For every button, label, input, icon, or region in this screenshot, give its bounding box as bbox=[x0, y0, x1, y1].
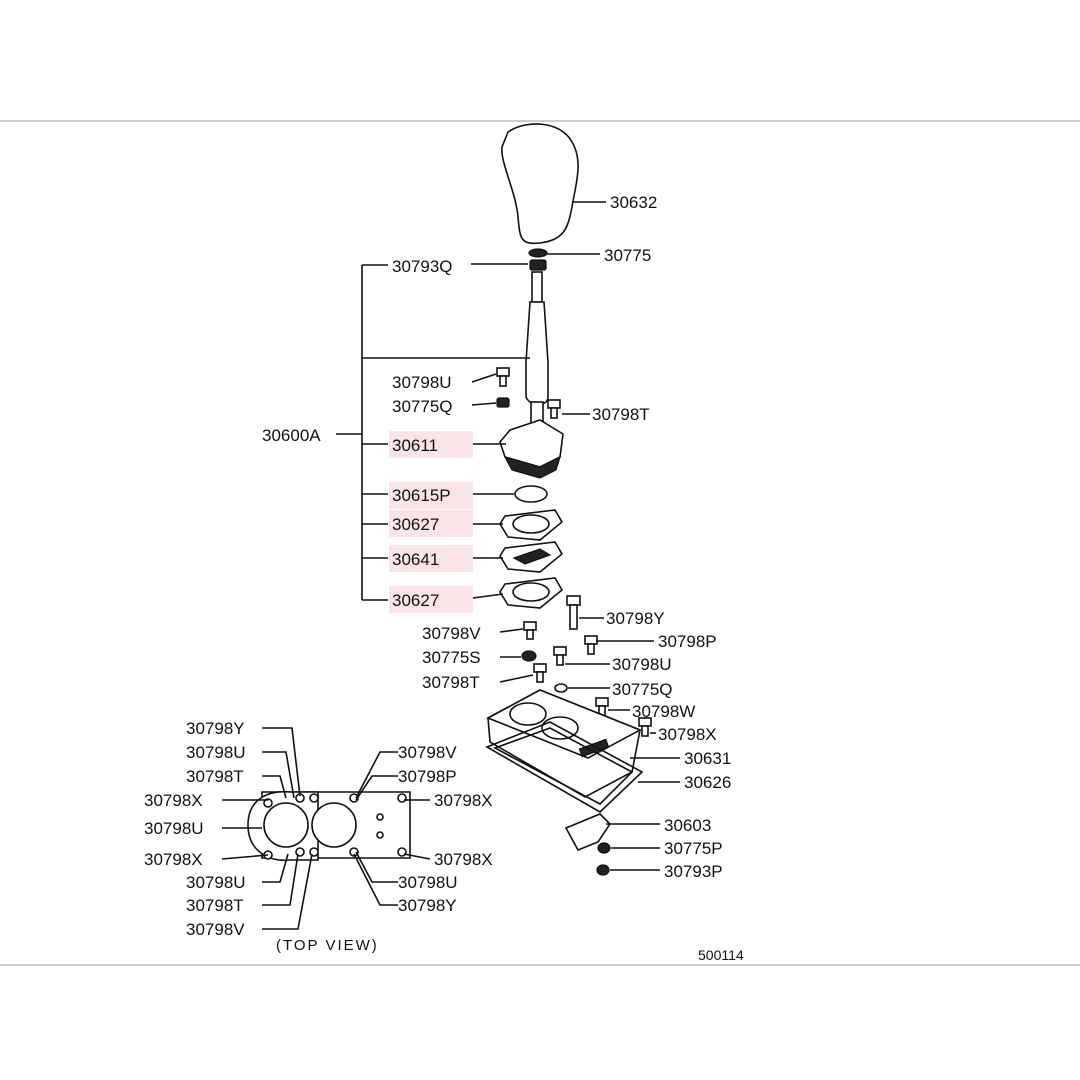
callout-nut-s: 30775S bbox=[422, 648, 481, 667]
base-30631 bbox=[486, 689, 642, 798]
tv-callout-right-1: 30798P bbox=[398, 767, 457, 786]
top-view-callouts: 30798Y 30798U 30798T 30798X 30798U 30798… bbox=[144, 719, 493, 954]
top-view-bore-right bbox=[311, 802, 357, 848]
callout-nut-q-mid: 30775Q bbox=[612, 680, 673, 699]
callout-bolt-t-top: 30798T bbox=[592, 405, 650, 424]
bolt-30798t-top bbox=[547, 399, 561, 419]
top-view-leader-lines bbox=[221, 727, 431, 930]
bolt-30798y bbox=[566, 595, 581, 630]
tv-callout-left-7: 30798T bbox=[186, 896, 244, 915]
knob-nut bbox=[528, 248, 548, 258]
top-view bbox=[247, 790, 411, 862]
drawing-number: 500114 bbox=[698, 947, 744, 963]
tv-callout-left-2: 30798T bbox=[186, 767, 244, 786]
bracket-30603 bbox=[564, 813, 612, 852]
callout-knob: 30632 bbox=[610, 193, 657, 212]
highlight-30627-lower bbox=[389, 586, 473, 613]
bolt-30798u-mid bbox=[553, 646, 567, 666]
callouts-main: 30632 30775 30793Q 30798U 30775Q 30798T … bbox=[262, 193, 731, 881]
callout-bolt-v: 30798V bbox=[422, 624, 481, 643]
tv-callout-left-3: 30798X bbox=[144, 791, 203, 810]
tv-callout-left-1: 30798U bbox=[186, 743, 246, 762]
top-view-bore-left bbox=[263, 802, 309, 848]
highlight-30615p bbox=[389, 482, 473, 509]
callout-gasket-upper: 30627 bbox=[392, 515, 439, 534]
tv-callout-left-0: 30798Y bbox=[186, 719, 245, 738]
nut-30793p bbox=[596, 864, 610, 876]
tv-callout-right-2: 30798X bbox=[434, 791, 493, 810]
callout-bolt-y: 30798Y bbox=[606, 609, 665, 628]
nut-30775q-top bbox=[496, 397, 510, 408]
callout-knob-nut: 30775 bbox=[604, 246, 651, 265]
gasket-30627-upper bbox=[499, 509, 564, 541]
highlight-30641 bbox=[389, 545, 473, 572]
callout-nut-793p: 30793P bbox=[664, 862, 723, 881]
callout-bolt-u-top: 30798U bbox=[392, 373, 452, 392]
callout-bolt-w: 30798W bbox=[632, 702, 695, 721]
callout-bolt-u-mid: 30798U bbox=[612, 655, 672, 674]
leader-lines-right bbox=[336, 201, 680, 871]
gasket-30626 bbox=[485, 721, 644, 813]
callout-nut-p: 30775P bbox=[664, 839, 723, 858]
bolt-30798w bbox=[595, 697, 609, 717]
bolt-30798x bbox=[638, 717, 652, 737]
tv-callout-right-5: 30798Y bbox=[398, 896, 457, 915]
nut-30775q-mid bbox=[554, 683, 568, 693]
tv-callout-right-0: 30798V bbox=[398, 743, 457, 762]
callout-gasket-lower: 30627 bbox=[392, 591, 439, 610]
callout-base: 30631 bbox=[684, 749, 731, 768]
highlight-30627-upper bbox=[389, 510, 473, 537]
callout-bracket: 30603 bbox=[664, 816, 711, 835]
tv-callout-left-8: 30798V bbox=[186, 920, 245, 939]
callout-bolt-t-mid: 30798T bbox=[422, 673, 480, 692]
gasket-30626-inner bbox=[493, 727, 634, 805]
callout-group: 30600A bbox=[262, 426, 321, 445]
housing-bottom bbox=[503, 455, 561, 479]
callout-housing: 30611 bbox=[392, 436, 438, 455]
tv-callout-left-5: 30798X bbox=[144, 850, 203, 869]
lever-rod-threaded bbox=[531, 271, 543, 303]
gasket-30627-lower bbox=[499, 577, 564, 609]
tv-callout-right-3: 30798X bbox=[434, 850, 493, 869]
nut-30775s bbox=[521, 650, 537, 662]
callout-bolt-x: 30798X bbox=[658, 725, 717, 744]
callout-nut-q-top: 30775Q bbox=[392, 397, 453, 416]
lever-nut bbox=[529, 259, 547, 271]
callout-plate-p: 30615P bbox=[392, 486, 451, 505]
top-view-caption: (TOP VIEW) bbox=[276, 937, 379, 954]
bolt-30798p bbox=[584, 635, 598, 655]
tv-callout-right-4: 30798U bbox=[398, 873, 458, 892]
plate-30615p bbox=[514, 485, 548, 503]
diagram-frame: 30632 30775 30793Q 30798U 30775Q 30798T … bbox=[0, 120, 1080, 966]
bolt-30798u-top bbox=[496, 367, 510, 387]
callout-lever-assy: 30793Q bbox=[392, 257, 453, 276]
shift-knob bbox=[501, 123, 579, 245]
tv-callout-left-6: 30798U bbox=[186, 873, 246, 892]
callout-gasket-base: 30626 bbox=[684, 773, 731, 792]
callout-cover-plate: 30641 bbox=[392, 550, 439, 569]
highlight-30611 bbox=[389, 431, 473, 458]
callout-bolt-p: 30798P bbox=[658, 632, 717, 651]
shift-lever bbox=[525, 301, 549, 406]
cover-plate-30641 bbox=[499, 541, 564, 573]
bolt-30798t-mid bbox=[533, 663, 547, 683]
nut-30775p bbox=[597, 842, 611, 854]
bolt-30798v bbox=[523, 621, 537, 640]
shift-lever-exploded-diagram: 30632 30775 30793Q 30798U 30775Q 30798T … bbox=[144, 123, 744, 963]
tv-callout-left-4: 30798U bbox=[144, 819, 204, 838]
